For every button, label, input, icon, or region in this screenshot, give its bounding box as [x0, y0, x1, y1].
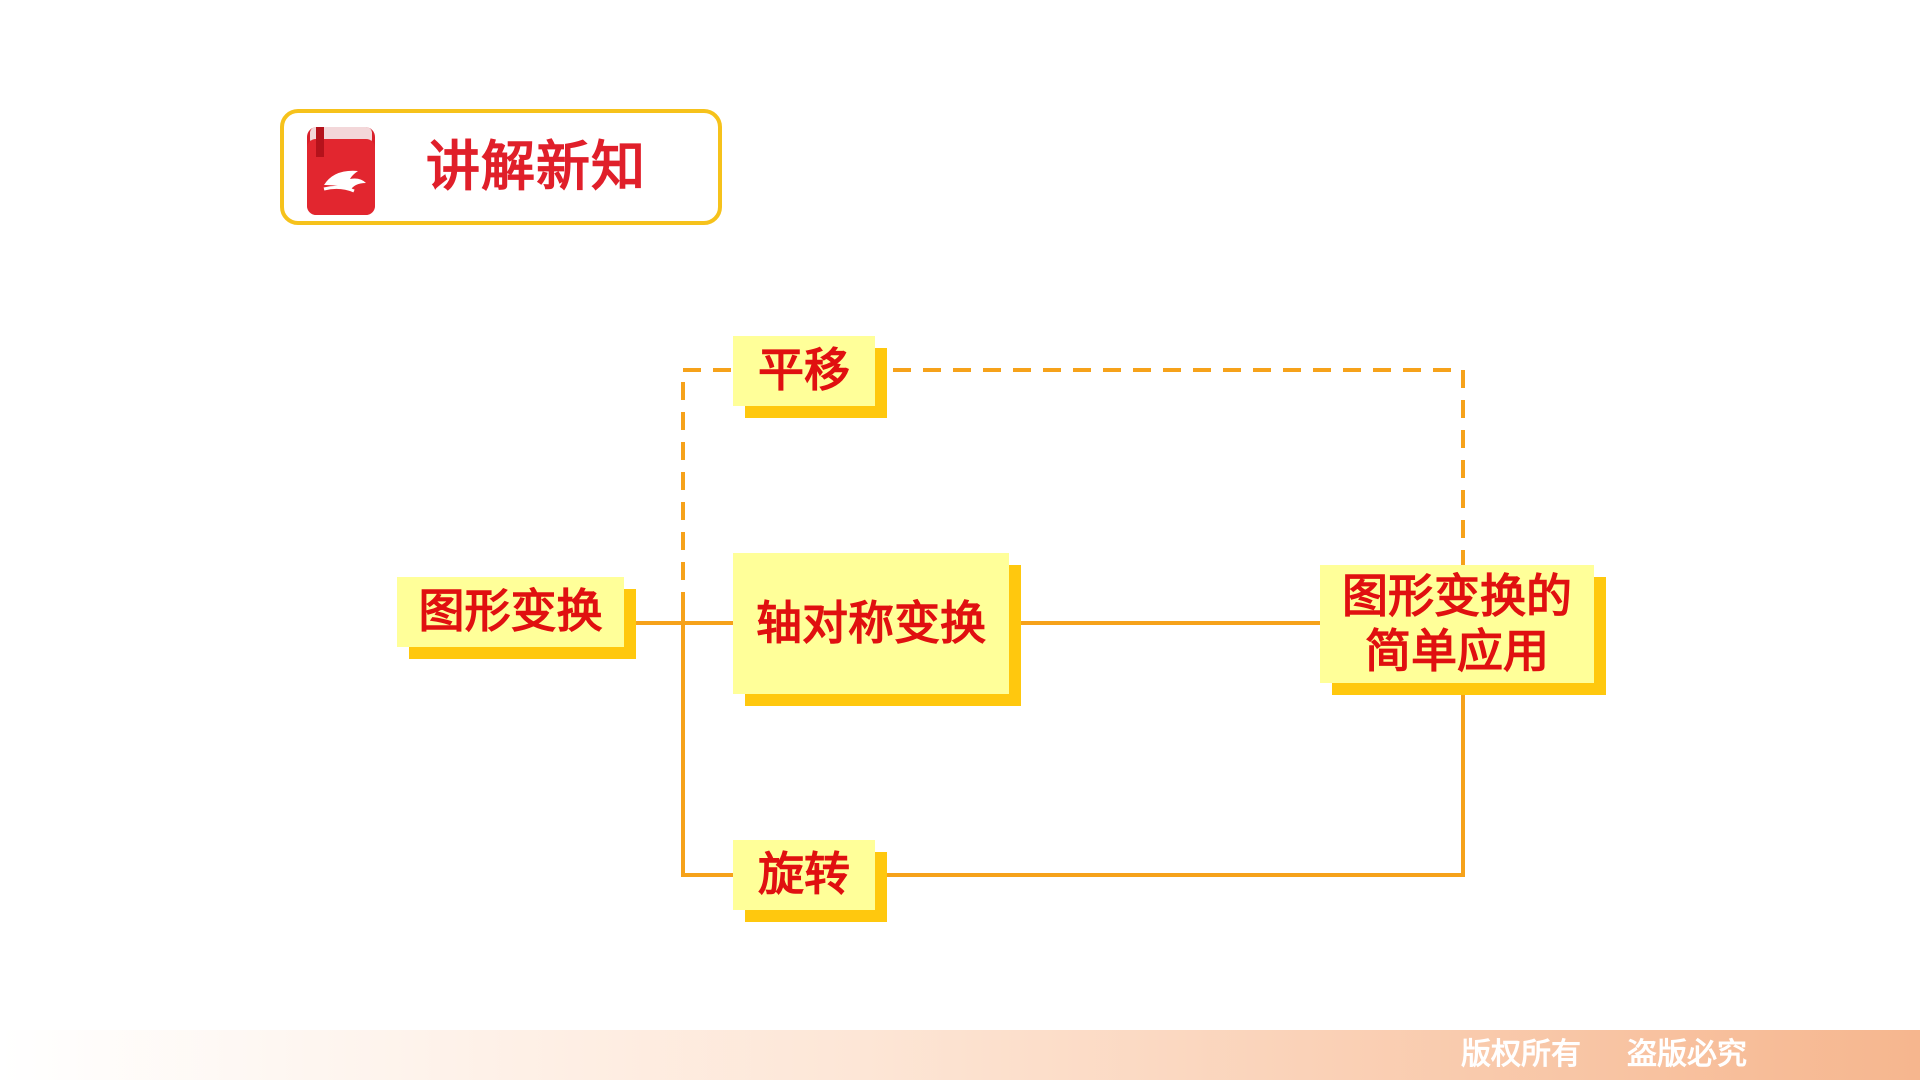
copyright-label: 版权所有 [1461, 1037, 1581, 1072]
node-label-rotation: 旋转 [733, 840, 875, 910]
red-book-icon [307, 127, 375, 215]
node-reflection: 轴对称变换 [733, 553, 1021, 706]
footer-copyright-text: 版权所有 盗版必究 [1461, 1030, 1747, 1080]
node-rotation: 旋转 [733, 840, 887, 922]
section-header-badge: 讲解新知 [280, 109, 722, 225]
connector-trunk-rotation [681, 610, 733, 877]
node-application: 图形变换的 简单应用 [1320, 565, 1606, 695]
dashed-connector-translation [681, 368, 1465, 610]
section-title: 讲解新知 [426, 135, 646, 198]
footer-bar: 版权所有 盗版必究 [0, 1030, 1920, 1080]
node-label-reflection: 轴对称变换 [733, 553, 1009, 694]
node-label-root: 图形变换 [397, 577, 624, 647]
node-label-translation: 平移 [733, 336, 875, 406]
node-translation: 平移 [733, 336, 887, 418]
node-root: 图形变换 [397, 577, 636, 659]
connector-rotation-application [877, 693, 1465, 877]
node-label-application: 图形变换的 简单应用 [1320, 565, 1594, 683]
piracy-label: 盗版必究 [1627, 1037, 1747, 1072]
